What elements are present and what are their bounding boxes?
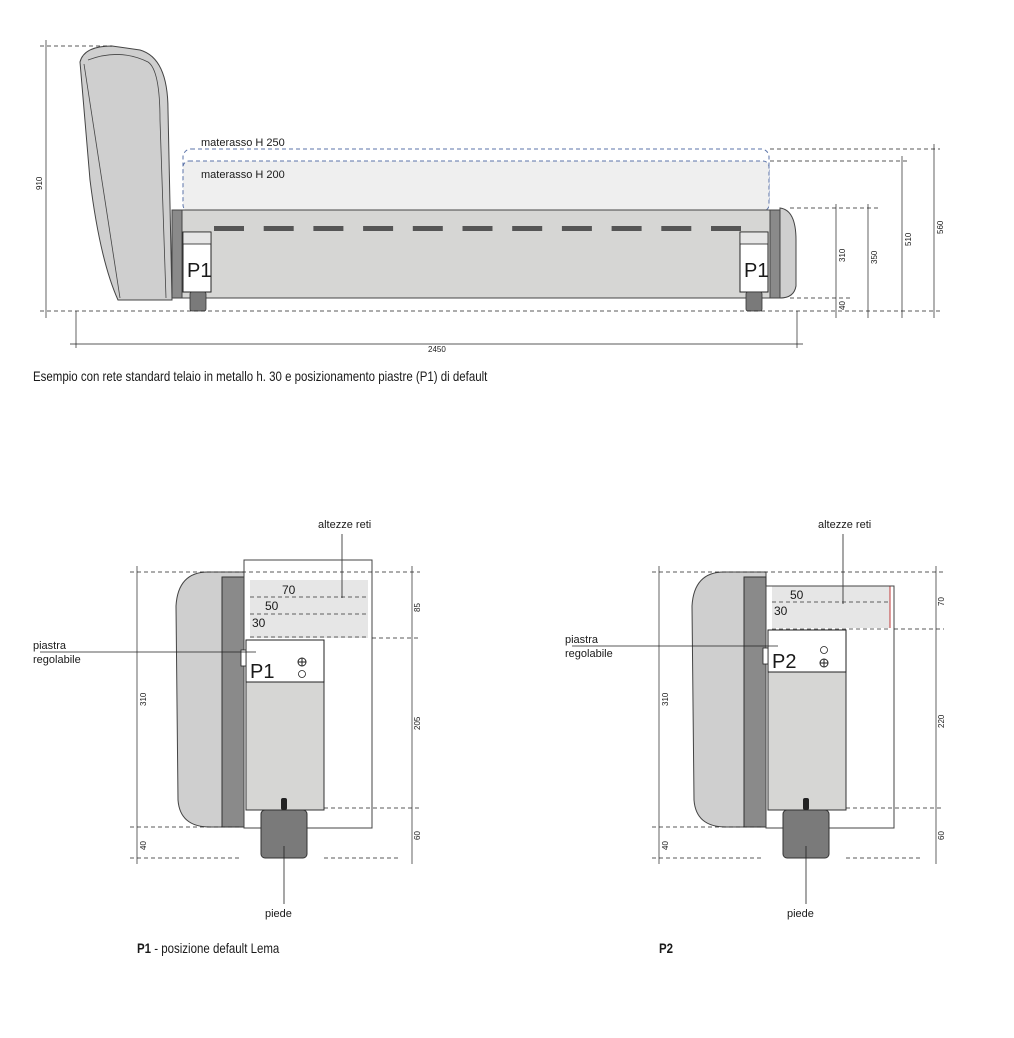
p2-dim-bottom: 60	[937, 831, 946, 840]
headboard-inner-curve	[87, 54, 167, 299]
p1-bracket	[240, 649, 247, 667]
p2-hole-icon	[820, 646, 828, 654]
p2-net-heights-label: altezze reti	[818, 519, 871, 531]
p1-frame-outline	[243, 559, 373, 829]
frame-left-side	[171, 209, 183, 299]
bed-frame	[171, 209, 783, 299]
p1-dim-bottom: 60	[413, 831, 422, 840]
dim-net: 350	[870, 250, 879, 264]
p1-net-heights-label: altezze reti	[318, 519, 371, 531]
dim-frame: 310	[838, 248, 847, 262]
detail-p2: 50 30 altezze reti P2 piede piastra rego…	[565, 519, 946, 920]
p1-dim-top: 85	[413, 603, 422, 612]
headboard-inner-curve-2	[83, 63, 121, 299]
p2-dimension-lines	[652, 566, 944, 864]
p1-dim-foot-left: 40	[139, 841, 148, 850]
p2-foot-pin	[803, 798, 809, 810]
side-dimension-lines	[40, 40, 940, 348]
headboard	[79, 45, 173, 301]
mattress-h200-label: materasso H 200	[201, 169, 285, 181]
side-view-caption-text: Esempio con rete standard telaio in meta…	[33, 368, 488, 384]
p1-plate-label-line1: piastra	[33, 640, 67, 652]
slat	[363, 226, 394, 231]
p2-dim-top: 70	[937, 597, 946, 606]
p1-foot-label: piede	[265, 908, 292, 920]
slat	[561, 226, 592, 231]
slats	[214, 226, 741, 231]
dim-mattress-200: 510	[904, 232, 913, 246]
plate-right-top	[739, 231, 769, 245]
p1-net-50: 50	[265, 599, 279, 613]
side-view: materasso H 250 materasso H 200 P1 P1	[35, 40, 945, 354]
plate-left-top	[182, 231, 212, 245]
p2-net-30: 30	[774, 604, 788, 618]
slat	[412, 226, 443, 231]
slat	[512, 226, 543, 231]
p2-caption: P2	[659, 940, 673, 956]
p1-side-panel	[221, 576, 245, 828]
detail-p1: 70 50 30 altezze reti P1 piede piastra r…	[33, 519, 422, 920]
slat	[263, 226, 294, 231]
p2-dim-total: 310	[661, 692, 670, 706]
p2-net-50: 50	[790, 588, 804, 602]
p1-dim-total: 310	[139, 692, 148, 706]
dim-mattress-250: 560	[936, 220, 945, 234]
p1-dim-middle: 205	[413, 716, 422, 730]
p2-plate-tag: P2	[772, 651, 796, 673]
p1-net-30: 30	[252, 616, 266, 630]
p1-caption-bold: P1	[137, 940, 152, 956]
p2-plate	[767, 629, 847, 673]
p1-caption: P1 - posizione default Lema	[137, 940, 279, 956]
side-view-caption: Esempio con rete standard telaio in meta…	[33, 368, 487, 384]
dim-total-length: 2450	[428, 345, 446, 354]
plate-left-label: P1	[187, 260, 211, 282]
p2-bracket	[762, 647, 769, 665]
slat	[313, 226, 344, 231]
frame-right-side	[769, 209, 781, 299]
slat	[611, 226, 642, 231]
p2-dim-middle: 220	[937, 714, 946, 728]
p1-foot-pin	[281, 798, 287, 810]
foot-left	[189, 291, 207, 312]
dim-foot: 40	[838, 301, 847, 310]
p1-dimension-lines	[130, 566, 420, 864]
plate-right-label: P1	[744, 260, 768, 282]
p2-side-panel	[743, 576, 767, 828]
slat	[711, 226, 741, 231]
p2-plate-label-line2: regolabile	[565, 648, 613, 660]
p1-net-70: 70	[282, 583, 296, 597]
p2-net-band	[772, 586, 890, 628]
slat	[214, 226, 244, 231]
footboard-cushion	[779, 207, 797, 299]
p2-dim-foot-left: 40	[661, 841, 670, 850]
foot-right	[745, 291, 763, 312]
p1-net-band	[250, 580, 368, 638]
slat	[462, 226, 493, 231]
p1-plate-tag: P1	[250, 661, 274, 683]
p2-frame-outline	[765, 585, 895, 829]
p2-caption-bold: P2	[659, 940, 674, 956]
mattress-h250-label: materasso H 250	[201, 137, 285, 149]
p1-plate-label-line2: regolabile	[33, 654, 81, 666]
p2-plate-label-line1: piastra	[565, 634, 599, 646]
p2-foot-label: piede	[787, 908, 814, 920]
p1-caption-rest: - posizione default Lema	[151, 940, 280, 956]
p1-hole-icon	[298, 670, 306, 678]
dim-headboard-height: 910	[35, 176, 44, 190]
slat	[661, 226, 692, 231]
